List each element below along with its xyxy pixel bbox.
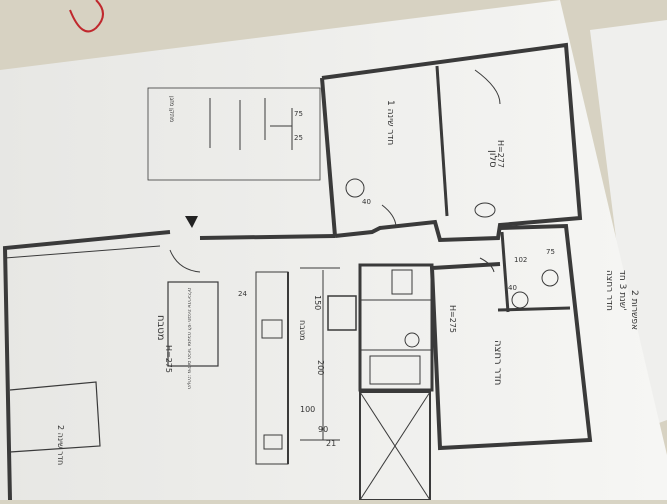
dim-90: 90 (318, 425, 328, 434)
wall-lower-right (429, 223, 593, 451)
dim-150: 150 (313, 295, 322, 310)
note-box-text: הערה: מיקום הכיור ומטבח לפי תכנית אדריכל… (186, 288, 192, 389)
legend-25: 25 (294, 134, 303, 142)
room-label-lower-right: חדר רחצה (492, 340, 503, 385)
wall-living (2, 230, 336, 501)
room-label-upper-right: סלון (487, 150, 498, 168)
note-box (167, 281, 219, 367)
dim-40-a: 40 (362, 198, 371, 206)
dim-200: 200 (316, 360, 325, 375)
room-label-living: מטבח (155, 315, 166, 341)
red-string (69, 0, 104, 33)
wall-bedroom2 (9, 381, 101, 453)
entry-arrow-icon (185, 216, 198, 228)
dim-75: 75 (546, 248, 555, 256)
dim-100: 100 (300, 405, 315, 414)
plan-title-3: חדר רחצה (604, 270, 614, 311)
legend-75: 75 (294, 110, 303, 118)
dim-102: 102 (514, 256, 527, 264)
room-height-living: H=275 (164, 345, 173, 373)
room-label-upper-middle: חדר שינה 1 (385, 100, 395, 145)
bathroom-block (358, 263, 434, 392)
wall-upper (321, 42, 583, 243)
dim-24: 24 (238, 290, 247, 298)
fridge (327, 295, 357, 331)
dim-40-b: 40 (508, 284, 517, 292)
plan-title-1: אפשרות 2 (629, 290, 639, 330)
legend-box (147, 87, 321, 181)
kitchen-label: מטבח (298, 320, 307, 340)
back-paper (590, 20, 667, 430)
plan-title-2: שנת 3 חד' (617, 270, 627, 311)
dim-21: 21 (326, 439, 336, 448)
room-height-upper-right: H=277 (496, 140, 505, 168)
room-label-bedroom-2: חדר שינה 2 (56, 425, 65, 465)
room-height-lower-right: H=275 (448, 305, 457, 333)
legend-text: מתקן מזגן (168, 96, 175, 122)
